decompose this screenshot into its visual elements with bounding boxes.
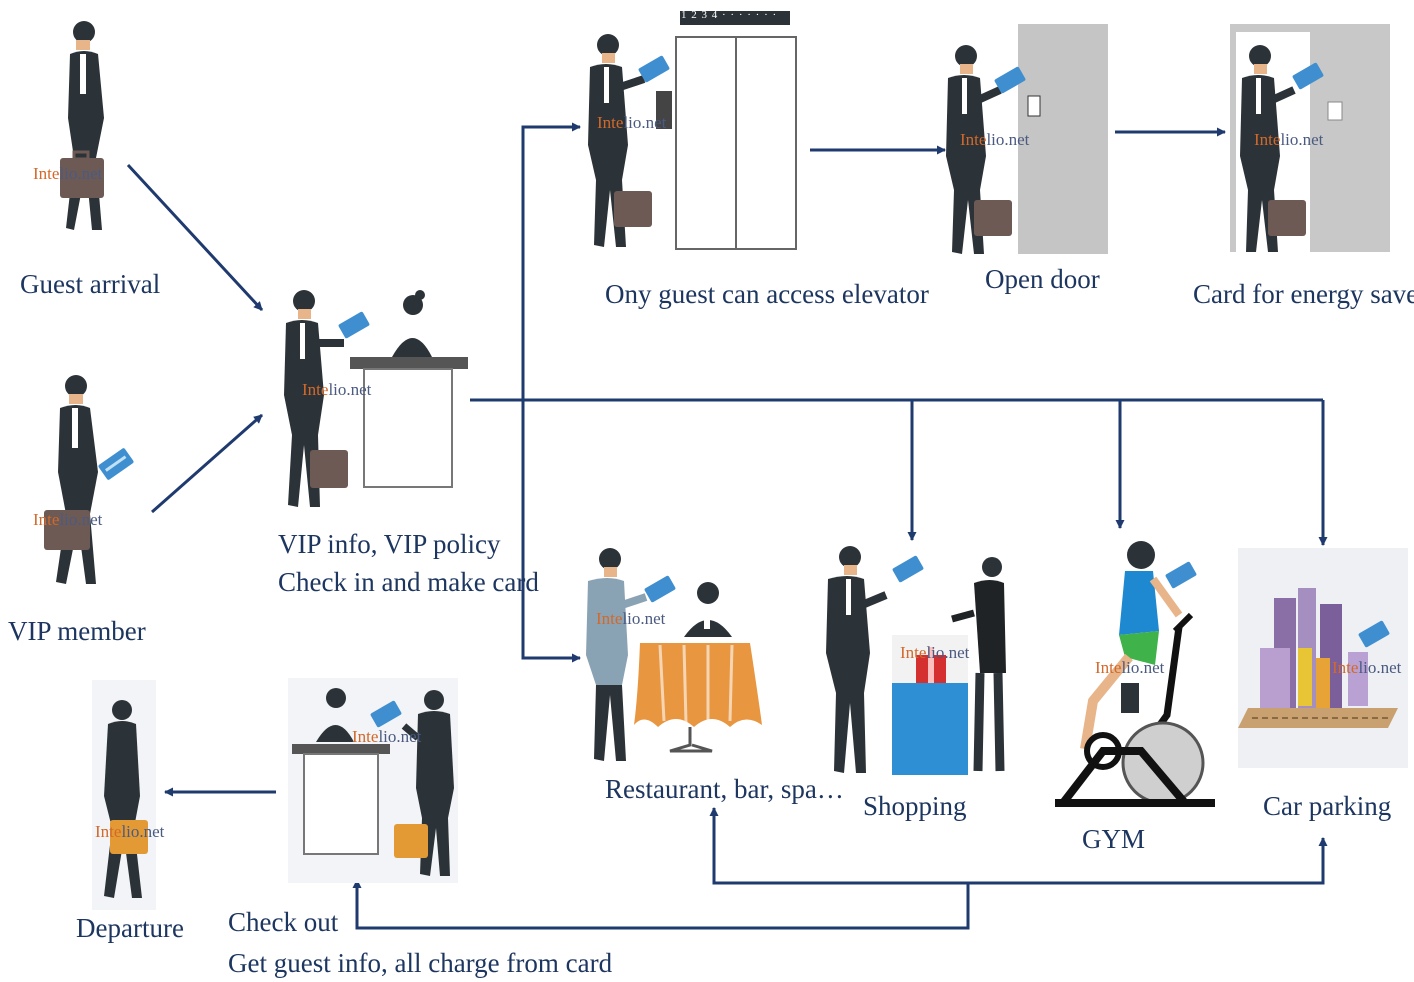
label-shopping: Shopping xyxy=(863,791,967,821)
watermark-energy-saver: Intelio.net xyxy=(1254,130,1324,149)
checkout-desk-figure xyxy=(288,678,458,883)
elevator-figure xyxy=(588,11,797,250)
gym-figure xyxy=(1055,541,1215,807)
label-checkin-line2: Check in and make card xyxy=(278,567,539,597)
watermark-checkout: Intelio.net xyxy=(352,727,422,746)
label-car-parking: Car parking xyxy=(1263,791,1392,821)
label-checkin-line1: VIP info, VIP policy xyxy=(278,529,501,559)
arrow-arrival-to-checkin xyxy=(126,163,264,312)
checkin-desk-figure xyxy=(284,290,468,507)
watermark-vip-member: Intelio.net xyxy=(33,510,103,529)
label-guest-arrival: Guest arrival xyxy=(20,269,161,299)
label-checkout-line1: Check out xyxy=(228,907,339,937)
watermark-elevator: Intelio.net xyxy=(597,113,667,132)
watermark-departure: Intelio.net xyxy=(95,822,165,841)
watermark-restaurant: Intelio.net xyxy=(596,609,666,628)
arrow-vip-to-checkin xyxy=(151,413,263,514)
label-checkout-line2: Get guest info, all charge from card xyxy=(228,948,613,978)
watermark-checkin: Intelio.net xyxy=(302,380,372,399)
elevator-floor-display: 1 2 3 4 · · · · · · · xyxy=(681,9,778,21)
watermark-open-door: Intelio.net xyxy=(960,130,1030,149)
watermark-gym: Intelio.net xyxy=(1095,658,1165,677)
shopping-figure xyxy=(826,546,1006,775)
label-energy-saver: Card for energy saver xyxy=(1193,279,1414,309)
label-restaurant: Restaurant, bar, spa… xyxy=(605,774,844,804)
guest-arrival-figure xyxy=(60,21,104,230)
label-gym: GYM xyxy=(1082,824,1146,854)
arrow-to-elevator xyxy=(521,122,581,400)
label-elevator: Ony guest can access elevator xyxy=(605,279,929,309)
label-departure: Departure xyxy=(76,913,184,943)
departure-figure xyxy=(92,680,156,910)
arrow-bottom-bus xyxy=(709,807,1325,885)
watermark-guest-arrival: Intelio.net xyxy=(33,164,103,183)
arrow-to-checkout xyxy=(352,879,970,930)
watermark-car-parking: Intelio.net xyxy=(1332,658,1402,677)
watermark-shopping: Intelio.net xyxy=(900,643,970,662)
open-door-figure xyxy=(946,24,1108,254)
car-parking-figure xyxy=(1238,548,1408,768)
energy-saver-figure xyxy=(1230,24,1390,252)
vip-member-figure xyxy=(44,375,134,584)
label-open-door: Open door xyxy=(985,264,1100,294)
arrow-to-restaurant xyxy=(521,400,581,663)
restaurant-figure xyxy=(586,548,762,761)
label-vip-member: VIP member xyxy=(8,616,146,646)
